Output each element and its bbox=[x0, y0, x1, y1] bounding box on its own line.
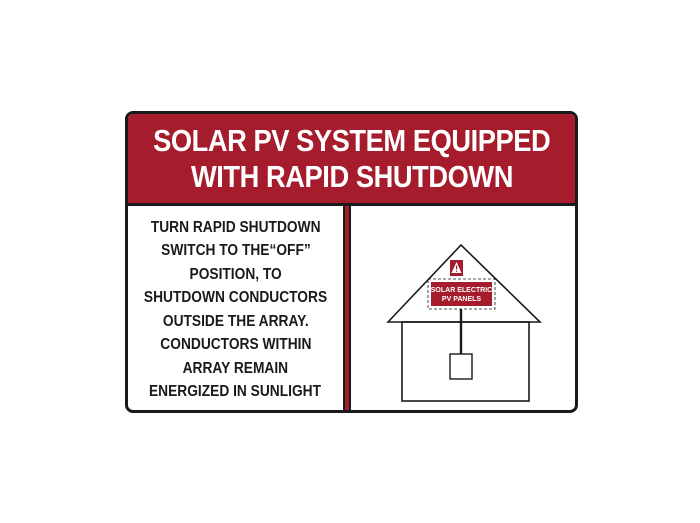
instruction-line-8: ENERGIZED IN SUNLIGHT bbox=[149, 383, 322, 400]
rapid-shutdown-sign: SOLAR PV SYSTEM EQUIPPED WITH RAPID SHUT… bbox=[125, 111, 578, 413]
house-diagram: SOLAR ELECTRIC PV PANELS bbox=[386, 243, 542, 402]
instruction-line-2: SWITCH TO THE“OFF” bbox=[160, 242, 311, 259]
instruction-line-3: POSITION, TO bbox=[189, 265, 282, 283]
pv-panel-label-line-1: SOLAR ELECTRIC bbox=[431, 287, 492, 294]
house-outline-icon bbox=[401, 321, 530, 402]
sign-title-line-1: SOLAR PV SYSTEM EQUIPPED bbox=[152, 122, 551, 158]
sign-header: SOLAR PV SYSTEM EQUIPPED WITH RAPID SHUT… bbox=[128, 114, 575, 206]
instruction-line-4: SHUTDOWN CONDUCTORS bbox=[143, 289, 328, 306]
instruction-line-6: CONDUCTORS WITHIN bbox=[159, 336, 312, 353]
sign-title-line-2: WITH RAPID SHUTDOWN bbox=[190, 158, 513, 194]
house-diagram-panel: SOLAR ELECTRIC PV PANELS bbox=[351, 206, 575, 410]
warning-triangle-icon bbox=[450, 260, 463, 276]
instruction-text-panel: TURN RAPID SHUTDOWN SWITCH TO THE“OFF” P… bbox=[128, 206, 343, 410]
pv-panel-label-background bbox=[431, 282, 492, 306]
switch-box-icon bbox=[449, 353, 473, 380]
panel-divider bbox=[343, 206, 351, 410]
instruction-line-1: TURN RAPID SHUTDOWN bbox=[150, 218, 321, 236]
instruction-line-5: OUTSIDE THE ARRAY. bbox=[162, 312, 309, 330]
instruction-line-7: ARRAY REMAIN bbox=[182, 359, 289, 377]
pv-panel-label-line-2: PV PANELS bbox=[442, 296, 481, 303]
